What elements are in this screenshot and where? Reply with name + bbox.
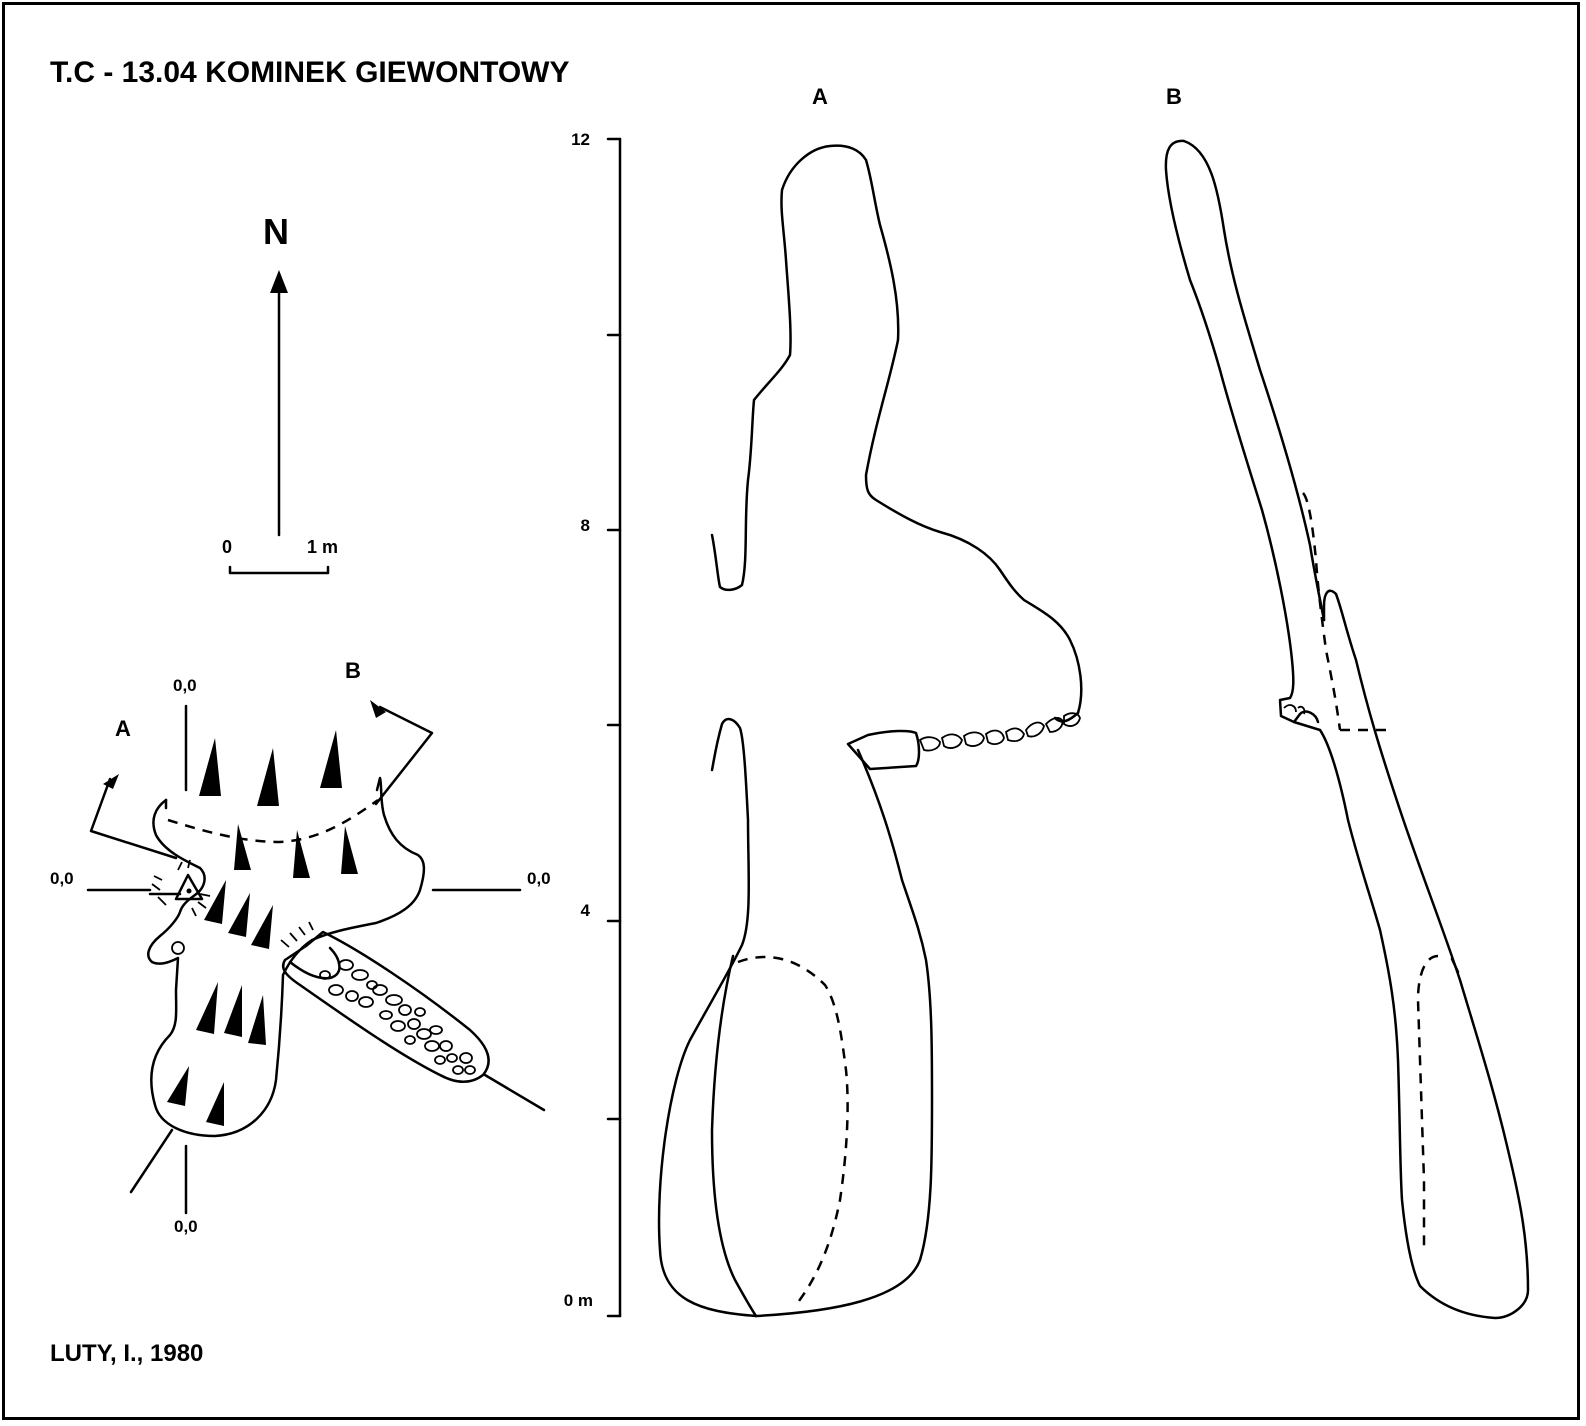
section-b-label: B: [1166, 84, 1182, 109]
plan-outline: [147, 776, 426, 1138]
section-a-label: A: [812, 84, 828, 109]
height-tick-label: 0 m: [563, 1291, 593, 1310]
height-tick-label: 4: [580, 901, 590, 920]
height-axis: [606, 137, 622, 1318]
rubble-passage: [281, 930, 490, 1083]
cave-plan: [86, 700, 546, 1215]
height-tick-label: 8: [580, 516, 590, 535]
datum-north-label: 0,0: [173, 676, 197, 695]
section-a: [657, 144, 1083, 1318]
page-title: T.C - 13.04 KOMINEK GIEWONTOWY: [50, 56, 570, 89]
height-tick-label: 12: [571, 130, 590, 149]
author-credit: LUTY, I., 1980: [50, 1340, 204, 1367]
datum-south-label: 0,0: [174, 1217, 198, 1236]
north-label: N: [263, 211, 289, 252]
slope-triangles: [167, 730, 358, 1126]
section-a-boulders: [918, 712, 1081, 752]
rubble-stones: [319, 959, 476, 1075]
north-arrow: [270, 270, 288, 537]
section-b: [1164, 139, 1530, 1320]
plan-profile-a-label: A: [115, 716, 131, 741]
datum-west-label: 0,0: [50, 869, 74, 888]
scale-start-label: 0: [222, 537, 233, 557]
plan-profile-b-label: B: [345, 658, 361, 683]
scale-bar: [228, 565, 330, 575]
scale-end-label: 1 m: [307, 537, 339, 557]
datum-east-label: 0,0: [527, 869, 551, 888]
